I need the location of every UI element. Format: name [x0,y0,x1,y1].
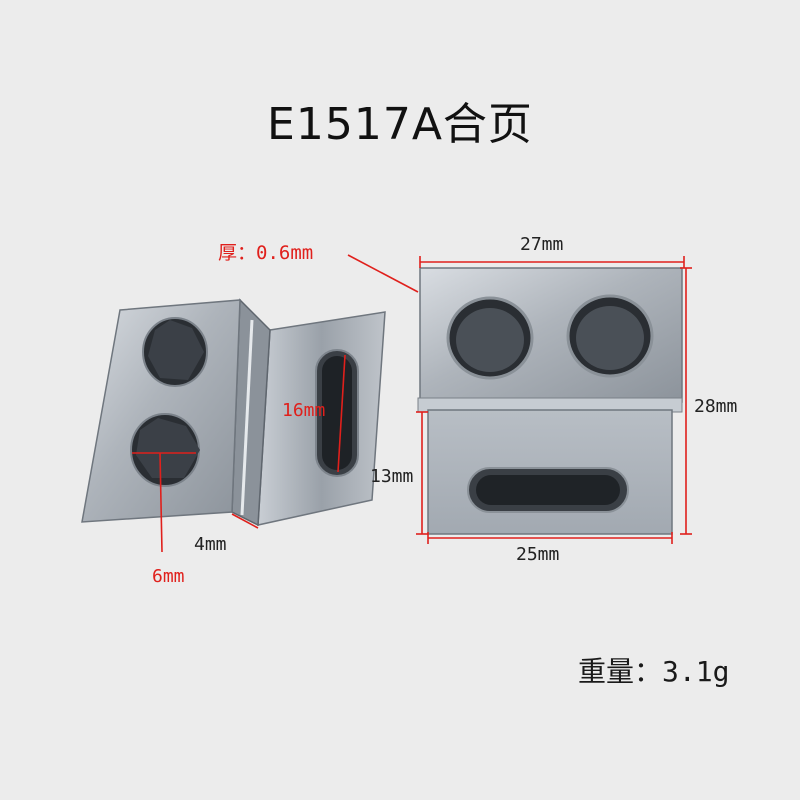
slot-length-label: 16mm [282,400,326,421]
hole-diameter-label: 6mm [152,566,185,587]
thickness-label: 厚：0.6mm [218,242,314,264]
right-hinge-image [417,267,683,535]
height-total-label: 28mm [694,396,738,417]
left-hinge-image [81,298,386,527]
weight-label: 重量：3.1g [578,655,730,688]
width-top-label: 27mm [520,234,564,255]
width-bottom-label: 25mm [516,544,560,565]
dimension-lines [132,254,692,553]
page-title: E1517A合页 [267,99,533,150]
height-lower-label: 13mm [370,466,414,487]
fold-width-label: 4mm [194,534,227,555]
